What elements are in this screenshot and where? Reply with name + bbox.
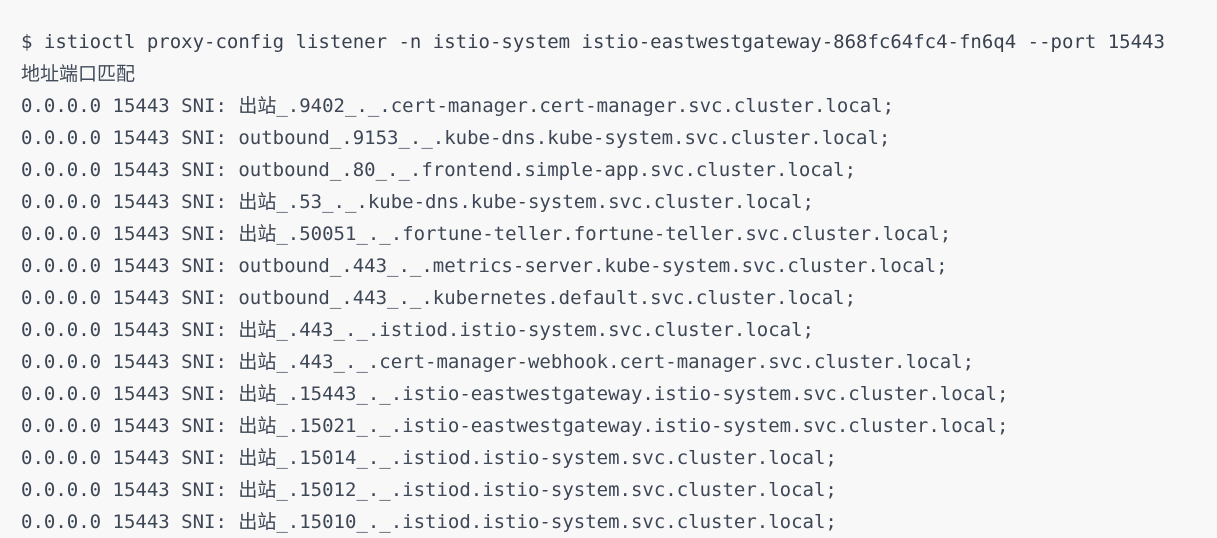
output-line: 0.0.0.0 15443 SNI: 出站_.443_._.cert-manag… xyxy=(21,351,975,373)
output-line: 0.0.0.0 15443 SNI: outbound_.443_._.metr… xyxy=(21,255,948,277)
output-line: 0.0.0.0 15443 SNI: 出站_.15012_._.istiod.i… xyxy=(21,479,837,501)
output-line: 0.0.0.0 15443 SNI: 出站_.443_._.istiod.ist… xyxy=(21,319,814,341)
output-line: 0.0.0.0 15443 SNI: outbound_.443_._.kube… xyxy=(21,287,857,309)
output-line: 0.0.0.0 15443 SNI: 出站_.15443_._.istio-ea… xyxy=(21,383,1009,405)
output-line: 0.0.0.0 15443 SNI: outbound_.80_._.front… xyxy=(21,159,857,181)
output-line: 0.0.0.0 15443 SNI: 出站_.15021_._.istio-ea… xyxy=(21,415,1009,437)
command-line: $ istioctl proxy-config listener -n isti… xyxy=(21,31,1165,53)
output-line: 0.0.0.0 15443 SNI: outbound_.9153_._.kub… xyxy=(21,127,891,149)
output-line: 0.0.0.0 15443 SNI: 出站_.9402_._.cert-mana… xyxy=(21,95,895,117)
output-line: 0.0.0.0 15443 SNI: 出站_.50051_._.fortune-… xyxy=(21,223,952,245)
output-line: 0.0.0.0 15443 SNI: 出站_.15010_._.istiod.i… xyxy=(21,511,837,533)
output-line: 0.0.0.0 15443 SNI: 出站_.53_._.kube-dns.ku… xyxy=(21,191,814,213)
output-line: 0.0.0.0 15443 SNI: 出站_.15014_._.istiod.i… xyxy=(21,447,837,469)
output-header-line: 地址端口匹配 xyxy=(21,63,136,85)
